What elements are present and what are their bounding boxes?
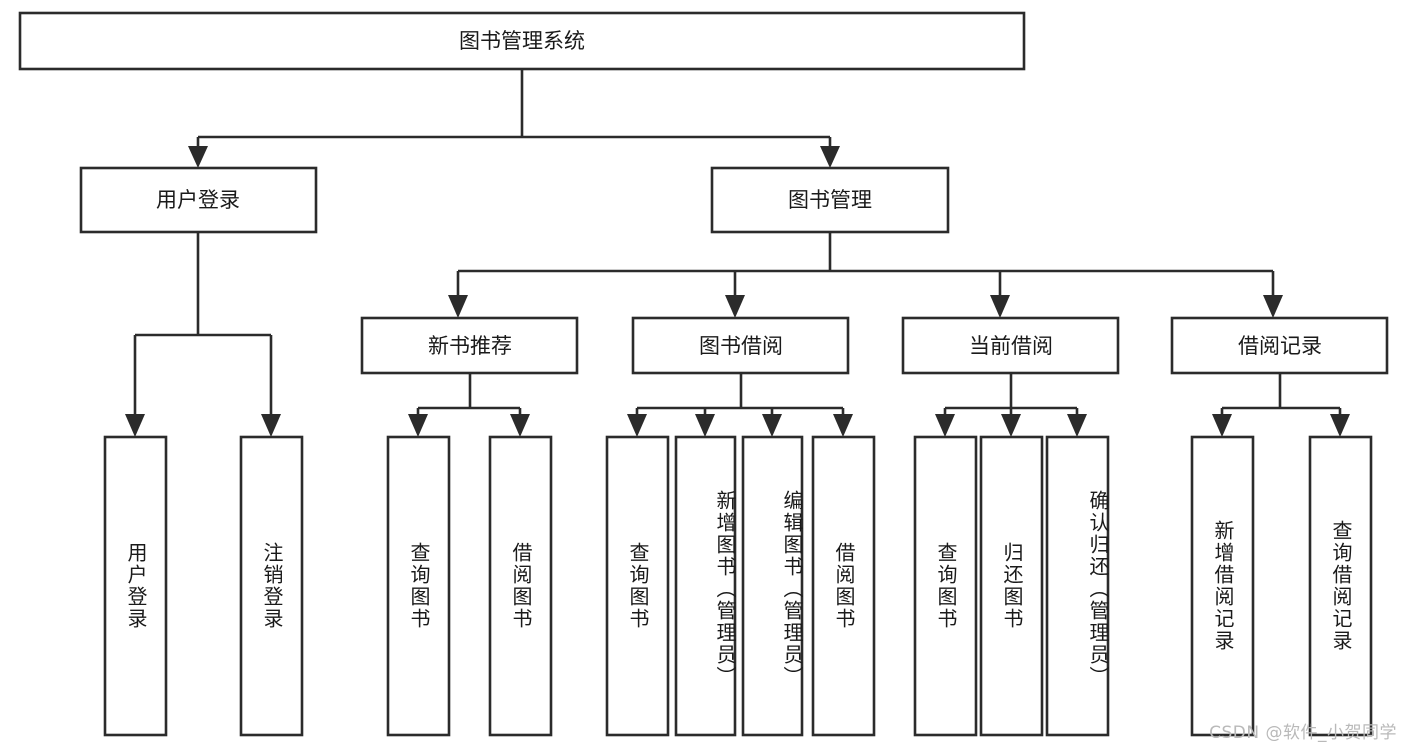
node-current-borrow[interactable]: 当前借阅 bbox=[901, 316, 1120, 375]
watermark-text: CSDN @软件_小贺同学 bbox=[1209, 723, 1397, 743]
leaf-box-logout[interactable] bbox=[239, 435, 304, 737]
arrow-to-book-borrow bbox=[725, 295, 745, 318]
leaf-box-query-book-nbr[interactable] bbox=[386, 435, 451, 737]
book-borrow-box bbox=[631, 316, 850, 375]
root-label: 图书管理系统 bbox=[459, 29, 585, 53]
leaf-box-query-borrow-record[interactable] bbox=[1308, 435, 1373, 737]
node-book-manage[interactable]: 图书管理 bbox=[710, 166, 950, 234]
leaf-box-confirm-return-admin[interactable] bbox=[1045, 435, 1110, 737]
leaf-box-query-book-cb[interactable] bbox=[913, 435, 978, 737]
leaf-box-edit-book-admin[interactable] bbox=[741, 435, 804, 737]
arrow-to-current-borrow bbox=[990, 295, 1010, 318]
arrow-cb-leaf-3 bbox=[1067, 414, 1087, 437]
current-borrow-box bbox=[901, 316, 1120, 375]
leaf-box-user-login[interactable] bbox=[103, 435, 168, 737]
new-book-recommend-label: 新书推荐 bbox=[428, 334, 512, 358]
arrow-to-new-book-recommend bbox=[448, 295, 468, 318]
arrow-to-leaf-user-login bbox=[125, 414, 145, 437]
book-borrow-label: 图书借阅 bbox=[699, 334, 783, 358]
arrow-cb-leaf-2 bbox=[1001, 414, 1021, 437]
arrow-nbr-leaf-1 bbox=[408, 414, 428, 437]
arrow-br-leaf-1 bbox=[1212, 414, 1232, 437]
arrow-to-leaf-logout bbox=[261, 414, 281, 437]
node-book-borrow[interactable]: 图书借阅 bbox=[631, 316, 850, 375]
node-borrow-record[interactable]: 借阅记录 bbox=[1170, 316, 1389, 375]
borrow-record-box bbox=[1170, 316, 1389, 375]
leaf-box-query-book-bb[interactable] bbox=[605, 435, 670, 737]
leaf-box-add-borrow-record[interactable] bbox=[1190, 435, 1255, 737]
arrow-bb-leaf-2 bbox=[695, 414, 715, 437]
leaf-box-borrow-book-bb[interactable] bbox=[811, 435, 876, 737]
arrow-to-book-manage bbox=[820, 146, 840, 168]
arrow-to-user-login bbox=[188, 146, 208, 168]
arrow-to-borrow-record bbox=[1263, 295, 1283, 318]
node-user-login[interactable]: 用户登录 bbox=[79, 166, 318, 234]
arrow-nbr-leaf-2 bbox=[510, 414, 530, 437]
arrow-br-leaf-2 bbox=[1330, 414, 1350, 437]
arrow-bb-leaf-1 bbox=[627, 414, 647, 437]
current-borrow-label: 当前借阅 bbox=[969, 334, 1053, 358]
book-manage-box bbox=[710, 166, 950, 234]
node-root[interactable]: 图书管理系统 bbox=[18, 11, 1026, 71]
arrow-bb-leaf-4 bbox=[833, 414, 853, 437]
arrow-cb-leaf-1 bbox=[935, 414, 955, 437]
book-manage-label: 图书管理 bbox=[788, 188, 872, 212]
root-box bbox=[18, 11, 1026, 71]
arrow-bb-leaf-3 bbox=[762, 414, 782, 437]
new-book-recommend-box bbox=[360, 316, 579, 375]
leaf-box-add-book-admin[interactable] bbox=[674, 435, 737, 737]
leaf-box-borrow-book-nbr[interactable] bbox=[488, 435, 553, 737]
node-new-book-recommend[interactable]: 新书推荐 bbox=[360, 316, 579, 375]
user-login-label: 用户登录 bbox=[156, 188, 240, 212]
borrow-record-label: 借阅记录 bbox=[1238, 334, 1322, 358]
leaf-box-return-book[interactable] bbox=[979, 435, 1044, 737]
